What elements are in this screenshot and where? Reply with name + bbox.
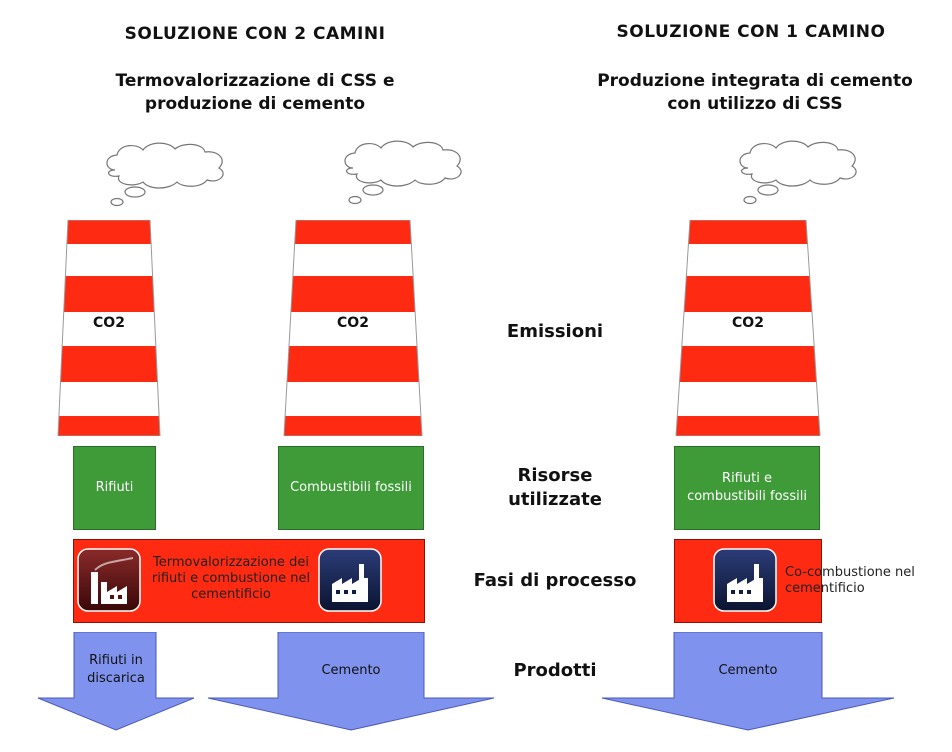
left-subtitle-line2: produzione di cemento <box>144 94 366 114</box>
right-title: SOLUZIONE CON 1 CAMINO <box>616 22 886 42</box>
resource-box-waste-and-fuels: Rifiuti e combustibili fossili <box>674 446 820 530</box>
product-arrow-cement-left <box>206 632 496 732</box>
cement-factory-icon <box>713 548 777 612</box>
cement-factory-icon <box>318 548 382 612</box>
process-right-line2: cementificio <box>785 581 865 596</box>
process-left-line2: rifiuti e combustione nel <box>151 571 311 586</box>
resource-box-fossil-fuels-label: Combustibili fossili <box>290 480 412 495</box>
row-label-emissions: Emissioni <box>506 321 604 342</box>
chimney-left <box>54 220 164 436</box>
resource-box-waste-and-fuels-line1: Rifiuti e <box>722 471 772 486</box>
row-label-resources-line2: utilizzate <box>508 489 602 510</box>
process-right-line1: Co-combustione nel <box>785 565 915 580</box>
right-subtitle-line1: Produzione integrata di cemento <box>597 71 913 91</box>
cloud-icon <box>333 138 483 208</box>
product-landfill-line2: discarica <box>87 671 145 686</box>
product-arrow-landfill <box>36 632 196 732</box>
product-landfill-line1: Rifiuti in <box>89 653 143 668</box>
process-box-right-text: Co-combustione nel cementificio <box>785 565 925 597</box>
incinerator-icon <box>77 548 141 612</box>
cloud-icon <box>95 140 245 210</box>
resource-box-fossil-fuels: Combustibili fossili <box>278 446 424 530</box>
chimney-middle-co2-label: CO2 <box>337 315 369 331</box>
chimney-right-co2-label: CO2 <box>732 315 764 331</box>
resource-box-waste-and-fuels-line2: combustibili fossili <box>687 489 807 504</box>
row-label-process: Fasi di processo <box>473 570 637 591</box>
product-landfill-label: Rifiuti in discarica <box>74 652 158 688</box>
product-cement-left-label: Cemento <box>321 663 381 678</box>
process-box-left-text: Termovalorizzazione dei rifiuti e combus… <box>146 555 316 603</box>
process-left-line1: Termovalorizzazione dei <box>153 555 309 570</box>
row-label-resources: Risorse utilizzate <box>460 464 650 512</box>
chimney-left-co2-label: CO2 <box>93 315 125 331</box>
left-subtitle-line1: Termovalorizzazione di CSS e <box>115 71 395 91</box>
left-subtitle: Termovalorizzazione di CSS e produzione … <box>60 70 450 116</box>
right-subtitle: Produzione integrata di cemento con util… <box>560 70 950 116</box>
product-cement-right-label: Cemento <box>718 663 778 678</box>
chimney-right <box>670 220 826 436</box>
right-subtitle-line2: con utilizzo di CSS <box>667 94 843 114</box>
row-label-products: Prodotti <box>513 660 597 681</box>
process-left-line3: cementificio <box>191 587 271 602</box>
resource-box-rifiuti: Rifiuti <box>73 446 156 530</box>
chimney-middle <box>280 220 426 436</box>
cloud-icon <box>728 138 878 208</box>
product-arrow-cement-right <box>600 632 896 732</box>
resource-box-rifiuti-label: Rifiuti <box>95 480 134 495</box>
row-label-resources-line1: Risorse <box>517 465 593 486</box>
left-title: SOLUZIONE CON 2 CAMINI <box>124 24 386 44</box>
